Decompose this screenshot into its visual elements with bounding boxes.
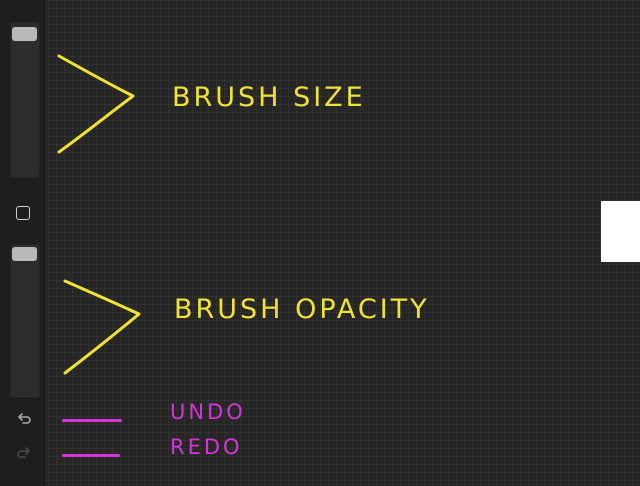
redo-arrow-icon xyxy=(17,447,30,458)
undo-pointer-line xyxy=(62,419,122,422)
brush-size-slider-thumb[interactable] xyxy=(12,26,37,41)
sidebar-toolbar xyxy=(0,0,45,486)
brush-opacity-annotation: BRUSH OPACITY xyxy=(174,294,430,325)
brush-opacity-slider-thumb[interactable] xyxy=(12,247,37,262)
brush-opacity-slider[interactable] xyxy=(10,244,40,398)
redo-button[interactable] xyxy=(14,443,34,463)
brush-size-pointer-arrow xyxy=(57,54,135,154)
brush-size-annotation: BRUSH SIZE xyxy=(172,82,366,113)
undo-arrow-icon xyxy=(18,413,31,424)
brush-opacity-pointer-arrow xyxy=(63,279,141,375)
redo-pointer-line xyxy=(62,454,120,457)
modify-button[interactable] xyxy=(16,206,30,220)
redo-annotation: REDO xyxy=(170,435,243,459)
color-panel-edge[interactable] xyxy=(601,201,640,262)
undo-annotation: UNDO xyxy=(170,400,246,424)
undo-button[interactable] xyxy=(14,409,34,429)
brush-size-slider[interactable] xyxy=(10,22,40,178)
